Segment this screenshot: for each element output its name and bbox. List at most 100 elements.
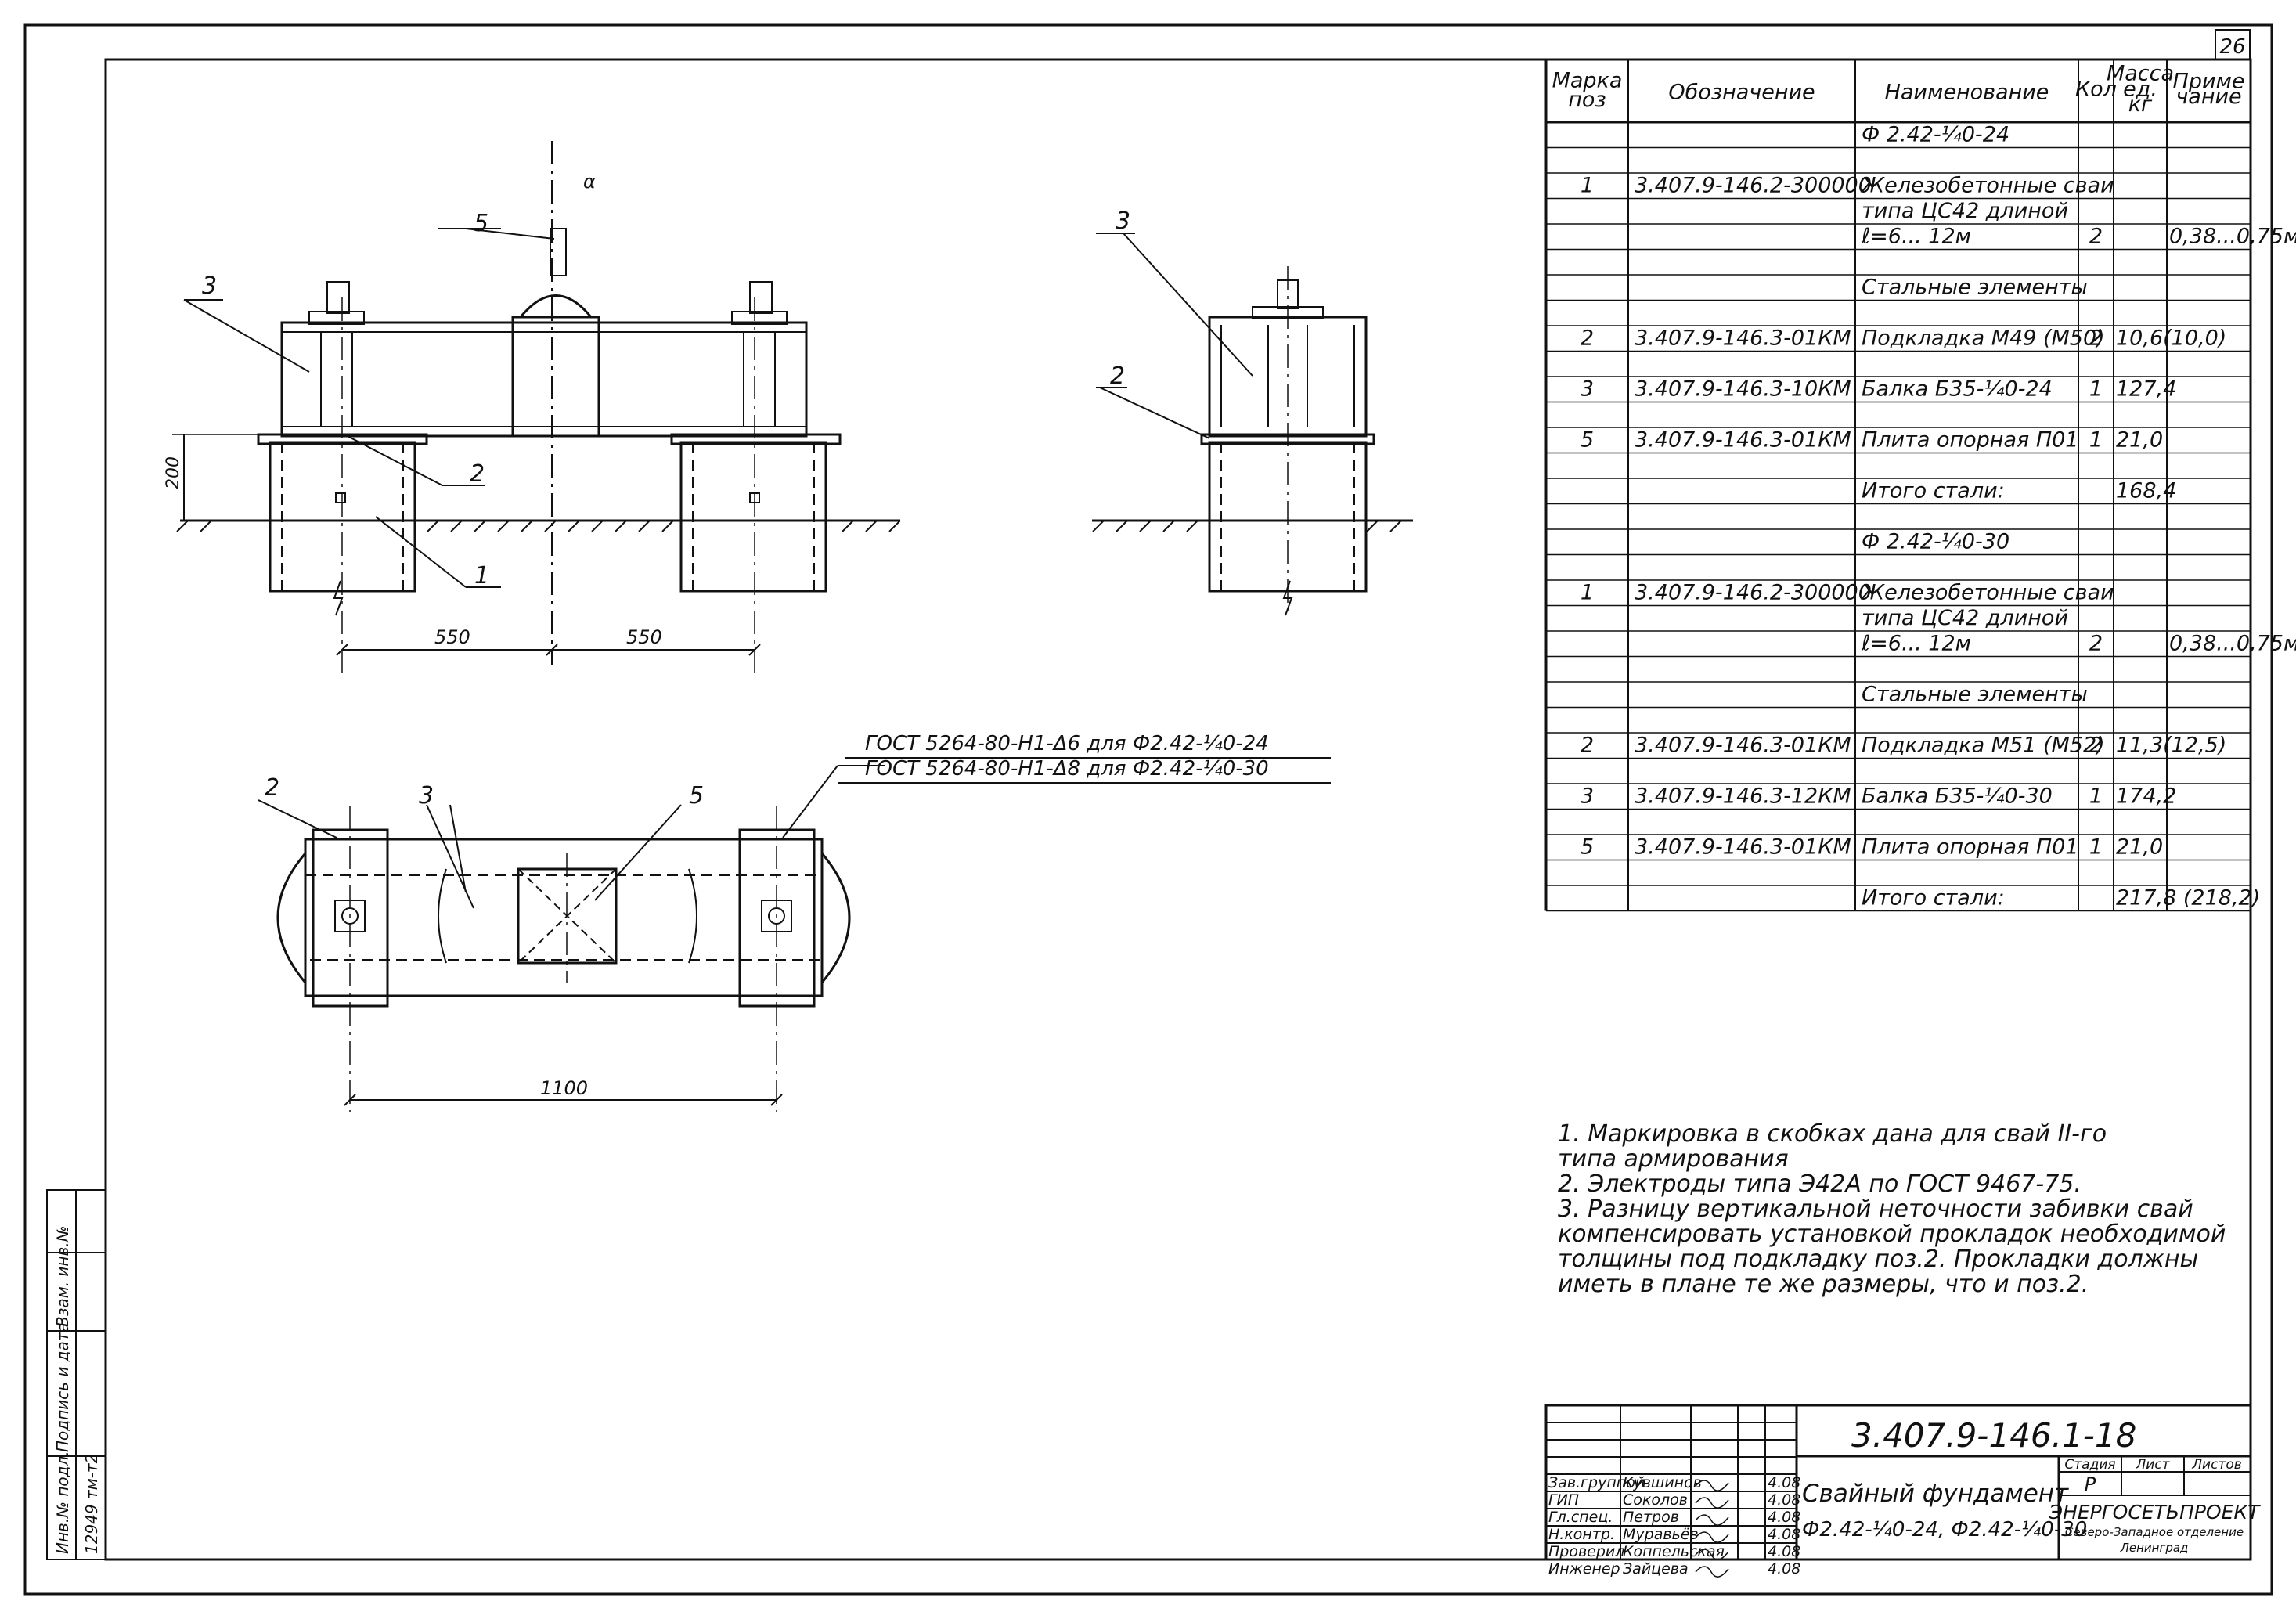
note-line-2: типа армирования bbox=[1558, 1145, 1789, 1173]
table-cell-qty: 1 bbox=[2089, 835, 2103, 860]
staff-date: 4.08 bbox=[1768, 1560, 1800, 1578]
staff-date: 4.08 bbox=[1768, 1526, 1800, 1543]
table-cell-designation: 3.407.9-146.2-300000 bbox=[1635, 581, 1872, 605]
table-cell-name: Подкладка М51 (М52) bbox=[1862, 734, 2105, 758]
staff-name: Зайцева bbox=[1623, 1560, 1689, 1578]
table-header-note: Приме bbox=[2173, 69, 2245, 93]
table-cell-mass: 10,6(10,0) bbox=[2116, 326, 2226, 351]
table-cell-mark: 1 bbox=[1581, 581, 1594, 605]
title-line-2: Ф2.42-¼0-24, Ф2.42-¼0-30 bbox=[1802, 1518, 2087, 1541]
staff-role: Гл.спец. bbox=[1548, 1509, 1613, 1526]
signature-mark bbox=[1695, 1480, 1729, 1491]
side-elevation-view bbox=[1092, 233, 1413, 616]
table-cell-designation: 3.407.9-146.3-10КМ bbox=[1635, 377, 1851, 402]
table-cell-mark: 3 bbox=[1581, 377, 1594, 402]
sheets-label: Листов bbox=[2191, 1457, 2242, 1473]
title-block bbox=[1544, 1404, 2252, 1561]
table-cell-mark: 5 bbox=[1581, 428, 1594, 453]
table-cell-name: Балка Б35-¼0-24 bbox=[1862, 377, 2053, 402]
table-header-mark: Марка bbox=[1552, 69, 1623, 93]
signature-mark bbox=[1695, 1566, 1729, 1578]
general-notes: 1. Маркировка в скобках дана для свай II… bbox=[1558, 1120, 2226, 1298]
label-pos3-side: 3 bbox=[1116, 207, 1130, 235]
table-cell-designation: 3.407.9-146.3-01КМ bbox=[1635, 835, 1851, 860]
table-cell-designation: 3.407.9-146.3-01КМ bbox=[1635, 734, 1851, 758]
table-cell-designation: 3.407.9-146.3-01КМ bbox=[1635, 326, 1851, 351]
table-cell-mass: 127,4 bbox=[2116, 377, 2176, 402]
staff-role: Инженер bbox=[1548, 1560, 1620, 1578]
note-line-6: толщины под подкладку поз.2. Прокладки д… bbox=[1558, 1246, 2198, 1273]
outer-frame bbox=[23, 23, 2273, 1596]
table-header-mass: Масса bbox=[2107, 62, 2174, 86]
label-pos5-plan: 5 bbox=[689, 782, 704, 810]
table-cell-name: Итого стали: bbox=[1862, 886, 2005, 910]
org-line-3: Ленинград bbox=[2120, 1541, 2189, 1555]
table-cell-designation: 3.407.9-146.2-300000 bbox=[1635, 174, 1872, 198]
stage-value: Р bbox=[2085, 1473, 2096, 1495]
table-header-name: Наименование bbox=[1885, 81, 2049, 105]
side-inv-value: 12949 тм-т2 bbox=[82, 1454, 101, 1554]
table-cell-mass: 11,3(12,5) bbox=[2116, 734, 2226, 758]
table-cell-name: Стальные элементы bbox=[1862, 276, 2088, 300]
dim-1100: 1100 bbox=[540, 1077, 588, 1099]
staff-role: Зав.группой bbox=[1548, 1474, 1645, 1491]
table-cell-mass: 217,8 (218,2) bbox=[2116, 886, 2260, 910]
org-line-1: ЭНЕРГОСЕТЬПРОЕКТ bbox=[2049, 1501, 2262, 1523]
side-stamp: Инв.№ подл. Подпись и дата Взам. инв.№ 1… bbox=[46, 1189, 106, 1560]
side-inv-label: Инв.№ подл. bbox=[53, 1451, 72, 1554]
signature-mark bbox=[1695, 1531, 1729, 1543]
table-cell-name: Плита опорная П01 bbox=[1862, 835, 2078, 860]
plan-view bbox=[258, 765, 885, 1112]
note-line-3: 2. Электроды типа Э42А по ГОСТ 9467-75. bbox=[1558, 1170, 2082, 1198]
signature-mark bbox=[1695, 1549, 1729, 1560]
table-cell-name: Железобетонные сваи bbox=[1860, 174, 2114, 198]
table-cell-name: Плита опорная П01 bbox=[1862, 428, 2078, 453]
table-header-designation: Обозначение bbox=[1668, 81, 1815, 105]
table-cell-name: Ф 2.42-¼0-24 bbox=[1862, 123, 2009, 147]
table-header-mark: поз bbox=[1568, 88, 1606, 112]
table-cell-name: ℓ=6... 12м bbox=[1861, 225, 1971, 249]
table-cell-mass: 168,4 bbox=[2116, 479, 2176, 503]
table-cell-name: Итого стали: bbox=[1862, 479, 2005, 503]
label-pos2-plan: 2 bbox=[265, 774, 279, 802]
table-cell-note: 0,38...0,75м³ bbox=[2169, 225, 2296, 249]
table-cell-name: Балка Б35-¼0-30 bbox=[1862, 784, 2053, 809]
dim-550-right: 550 bbox=[626, 626, 662, 648]
table-cell-note: 0,38...0,75м³ bbox=[2169, 632, 2296, 656]
staff-name: Петров bbox=[1623, 1509, 1679, 1526]
table-cell-name: ℓ=6... 12м bbox=[1861, 632, 1971, 656]
table-cell-name: типа ЦС42 длиной bbox=[1862, 606, 2068, 630]
staff-date: 4.08 bbox=[1768, 1491, 1800, 1509]
table-cell-qty: 2 bbox=[2089, 632, 2103, 656]
sheet-number: 26 bbox=[2219, 35, 2245, 59]
note-line-1: 1. Маркировка в скобках дана для свай II… bbox=[1558, 1120, 2107, 1148]
signature-mark bbox=[1695, 1497, 1729, 1509]
table-cell-name: Железобетонные сваи bbox=[1860, 581, 2114, 605]
table-cell-mark: 5 bbox=[1581, 835, 1594, 860]
note-line-7: иметь в плане те же размеры, что и поз.2… bbox=[1558, 1271, 2089, 1298]
table-cell-qty: 1 bbox=[2089, 428, 2103, 453]
staff-name: Муравьёв bbox=[1623, 1526, 1699, 1543]
staff-role: Проверил bbox=[1548, 1543, 1624, 1560]
weld-note-2: ГОСТ 5264-80-Н1-Δ8 для Ф2.42-¼0-30 bbox=[865, 757, 1269, 781]
table-cell-mass: 174,2 bbox=[2116, 784, 2176, 809]
staff-role: ГИП bbox=[1548, 1491, 1579, 1509]
table-cell-designation: 3.407.9-146.3-01КМ bbox=[1635, 428, 1851, 453]
table-header-note: чание bbox=[2175, 85, 2241, 109]
side-sign-label: Подпись и дата bbox=[53, 1322, 72, 1452]
table-cell-name: Стальные элементы bbox=[1862, 683, 2088, 707]
front-elevation-view bbox=[172, 141, 901, 673]
label-pos3-front: 3 bbox=[202, 272, 217, 300]
weld-note-1: ГОСТ 5264-80-Н1-Δ6 для Ф2.42-¼0-24 bbox=[865, 732, 1269, 755]
doc-code: 3.407.9-146.1-18 bbox=[1851, 1416, 2136, 1455]
label-pos1-front: 1 bbox=[474, 562, 489, 590]
table-header-qty: Кол bbox=[2075, 77, 2117, 101]
staff-date: 4.08 bbox=[1768, 1509, 1800, 1526]
table-cell-mark: 1 bbox=[1581, 174, 1594, 198]
table-header-mass: кг bbox=[2128, 92, 2153, 117]
table-cell-qty: 1 bbox=[2089, 784, 2103, 809]
table-cell-qty: 2 bbox=[2089, 326, 2103, 351]
label-pos5-front: 5 bbox=[474, 210, 488, 237]
table-cell-mark: 2 bbox=[1581, 734, 1594, 758]
